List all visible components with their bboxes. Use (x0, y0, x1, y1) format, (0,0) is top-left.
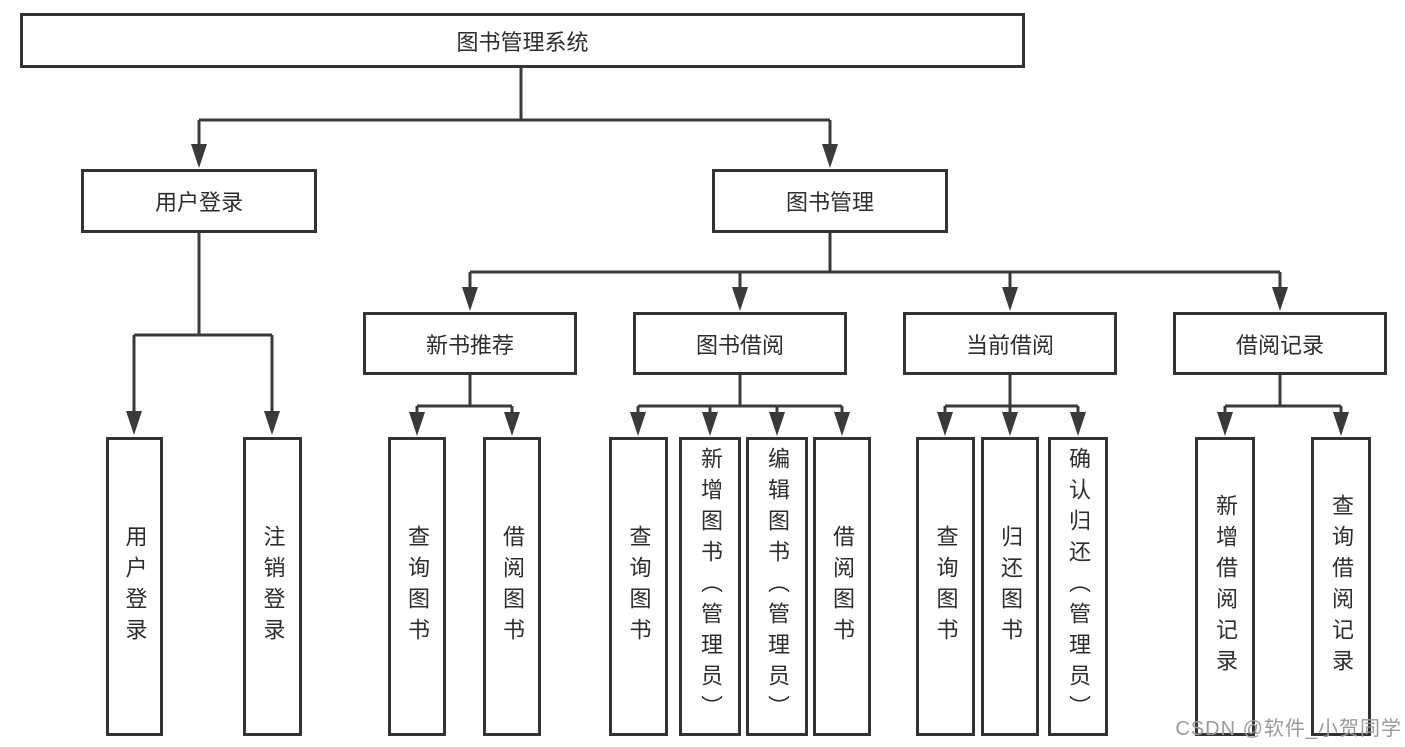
node-label: 注销登录 (260, 524, 286, 649)
node-label: 新书推荐 (425, 332, 514, 358)
leaf-return-books: 归还图书 (981, 437, 1039, 736)
arrowhead-icon (191, 144, 207, 168)
arrowhead-icon (1333, 412, 1349, 436)
node-borrow-records: 借阅记录 (1173, 312, 1387, 375)
node-label: 查询借阅记录 (1329, 493, 1354, 680)
leaf-query-books-borrow: 查询图书 (609, 437, 668, 736)
node-label: 查询图书 (933, 524, 959, 649)
node-book-management: 图书管理 (712, 169, 948, 233)
node-new-book-recommend: 新书推荐 (363, 312, 577, 375)
leaf-query-borrow-record: 查询借阅记录 (1311, 437, 1371, 736)
leaf-query-books-recommend: 查询图书 (388, 437, 446, 736)
arrowhead-icon (1272, 287, 1288, 311)
node-label: 用户登录 (122, 524, 148, 649)
node-label: 图书借阅 (695, 332, 784, 358)
node-label: 归还图书 (998, 524, 1023, 649)
leaf-logout: 注销登录 (243, 437, 302, 736)
arrowhead-icon (1070, 412, 1086, 436)
arrowhead-icon (702, 412, 718, 436)
leaf-add-borrow-record: 新增借阅记录 (1195, 437, 1255, 736)
node-label: 借阅图书 (500, 524, 525, 649)
node-label: 当前借阅 (965, 332, 1054, 358)
arrowhead-icon (732, 287, 748, 311)
leaf-add-books-admin: 新增图书（管理员） (679, 437, 741, 736)
connector-records-to-leaves (1217, 375, 1349, 436)
node-label: 新增借阅记录 (1213, 493, 1238, 680)
connector-root-to-level2 (191, 68, 838, 168)
arrowhead-icon (769, 412, 785, 436)
connector-current-to-leaves (937, 375, 1086, 436)
node-label: 借阅记录 (1235, 332, 1324, 358)
node-label: 编辑图书（管理员） (765, 447, 790, 726)
arrowhead-icon (937, 412, 953, 436)
node-user-login: 用户登录 (81, 169, 317, 233)
arrowhead-icon (1002, 287, 1018, 311)
leaf-confirm-return-admin: 确认归还（管理员） (1048, 437, 1108, 736)
node-label: 图书管理系统 (456, 29, 589, 55)
arrowhead-icon (834, 412, 850, 436)
arrowhead-icon (126, 411, 142, 435)
node-label: 查询图书 (405, 524, 430, 649)
node-label: 确认归还（管理员） (1066, 447, 1091, 726)
node-label: 图书管理 (785, 190, 874, 215)
connector-recommend-to-leaves (409, 375, 520, 436)
connector-mgmt-to-level3 (462, 233, 1288, 311)
arrowhead-icon (822, 144, 838, 168)
node-label: 查询图书 (626, 524, 652, 649)
node-label: 用户登录 (154, 190, 243, 215)
arrowhead-icon (264, 411, 280, 435)
connector-borrow-to-leaves (630, 375, 850, 436)
arrowhead-icon (409, 412, 425, 436)
arrowhead-icon (1217, 412, 1233, 436)
arrowhead-icon (462, 287, 478, 311)
node-book-borrow: 图书借阅 (633, 312, 847, 375)
leaf-query-books-current: 查询图书 (916, 437, 975, 736)
node-label: 新增图书（管理员） (698, 447, 723, 726)
arrowhead-icon (630, 412, 646, 436)
csdn-watermark: CSDN @软件_小贺同学 (1175, 718, 1402, 740)
node-current-borrow: 当前借阅 (903, 312, 1117, 375)
leaf-borrow-books-recommend: 借阅图书 (483, 437, 541, 736)
leaf-borrow-books: 借阅图书 (813, 437, 871, 736)
leaf-edit-books-admin: 编辑图书（管理员） (746, 437, 808, 736)
leaf-user-login: 用户登录 (106, 437, 163, 736)
arrowhead-icon (504, 412, 520, 436)
arrowhead-icon (1002, 412, 1018, 436)
node-library-system: 图书管理系统 (20, 13, 1025, 68)
node-label: 借阅图书 (830, 524, 855, 649)
connector-login-to-leaves (126, 233, 280, 435)
